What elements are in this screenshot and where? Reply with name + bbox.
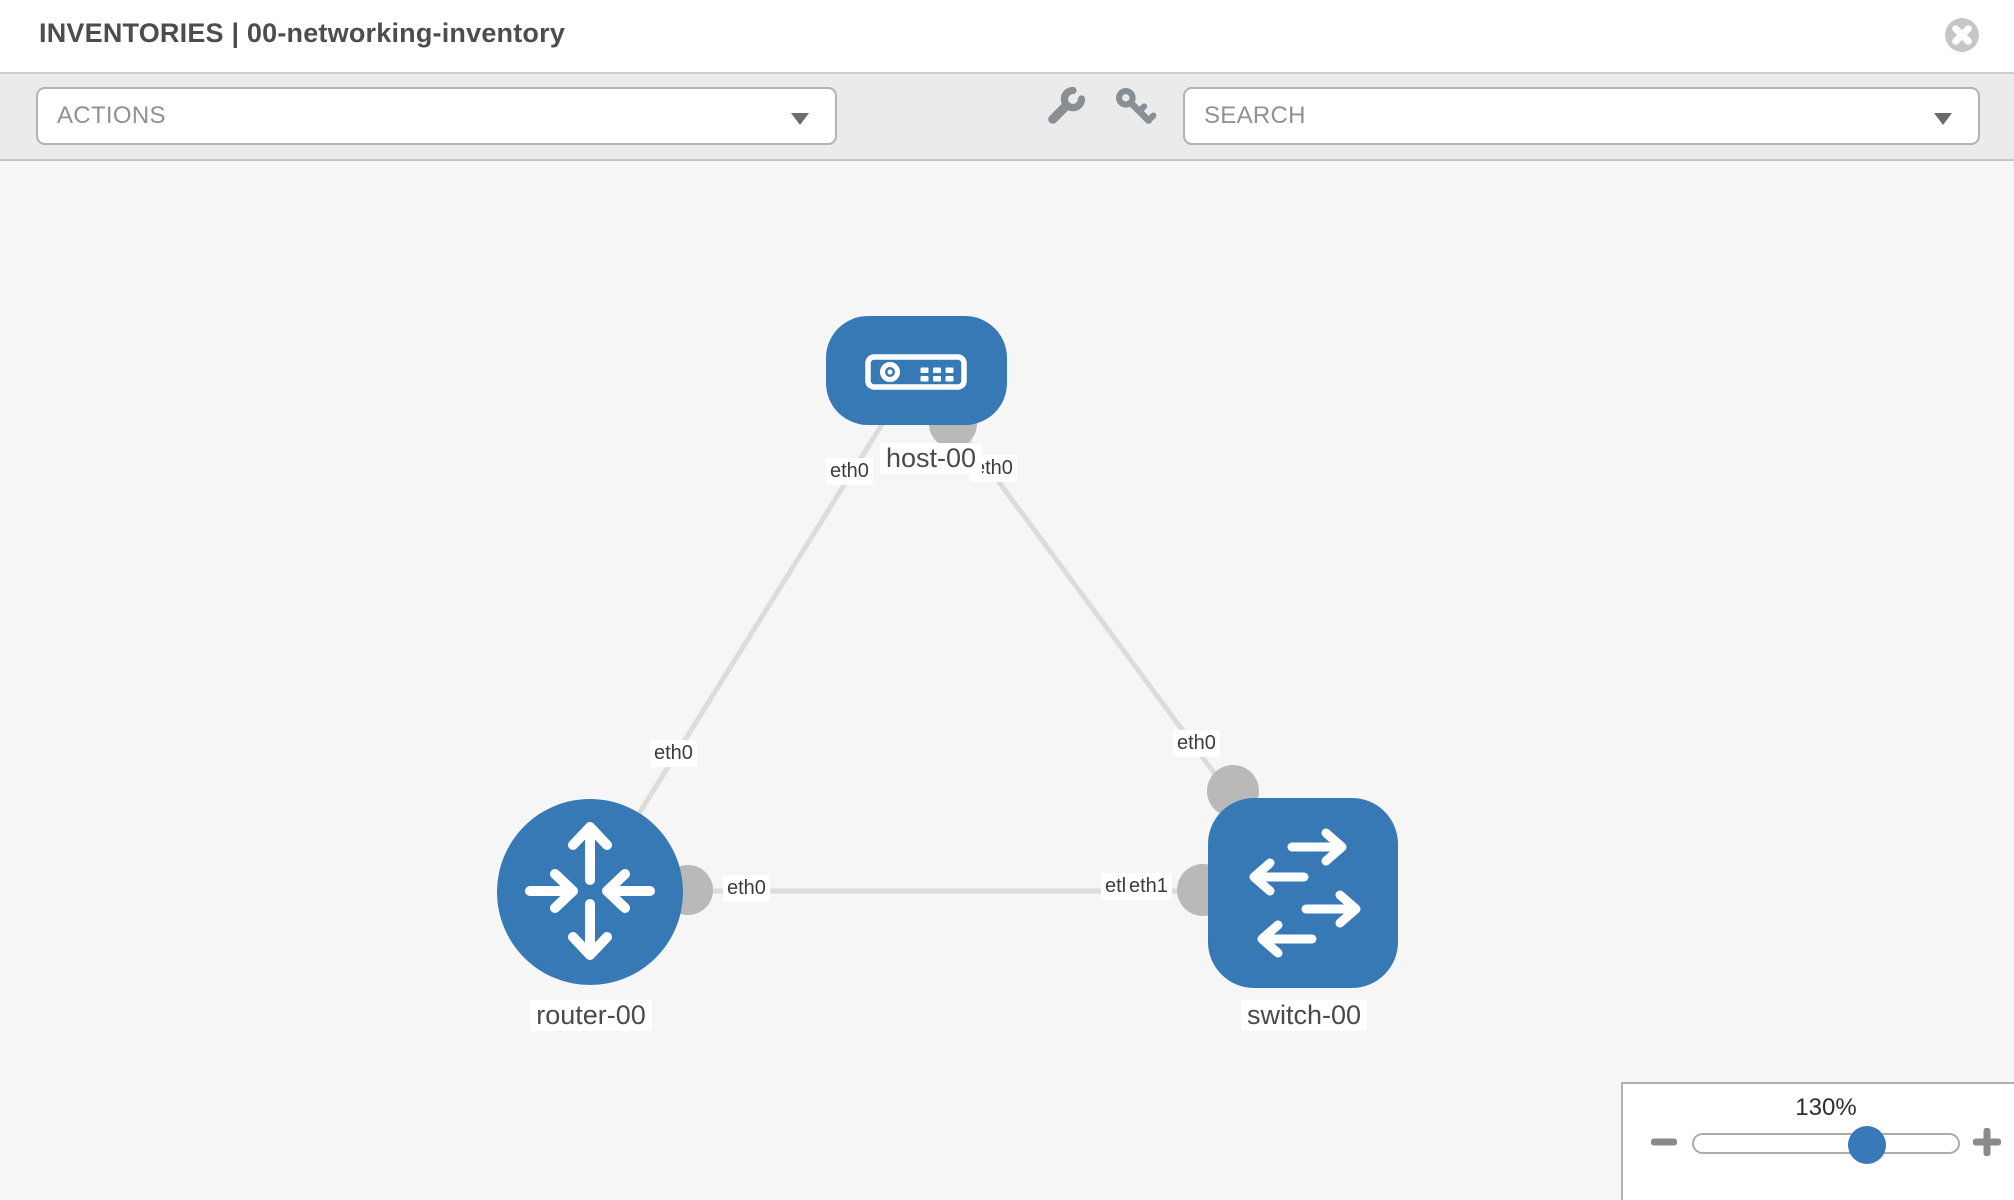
zoom-panel: 130% bbox=[1621, 1082, 2014, 1200]
node-label-router: router-00 bbox=[530, 1000, 652, 1031]
zoom-out-icon[interactable] bbox=[1651, 1137, 1677, 1147]
if-label: eth0 bbox=[826, 458, 873, 485]
wrench-icon[interactable] bbox=[1043, 85, 1087, 129]
router-icon bbox=[525, 822, 655, 960]
zoom-slider[interactable] bbox=[1692, 1126, 1960, 1164]
if-label: eth0 bbox=[1173, 730, 1220, 757]
node-label-switch: switch-00 bbox=[1240, 1000, 1368, 1031]
if-label: eth1 bbox=[1125, 873, 1172, 900]
panel-header: INVENTORIES | 00-networking-inventory bbox=[0, 0, 2014, 72]
topology-graph bbox=[497, 316, 1398, 988]
zoom-level: 130% bbox=[1795, 1094, 1857, 1121]
actions-dropdown-label: ACTIONS bbox=[57, 102, 166, 129]
node-router[interactable] bbox=[497, 799, 683, 985]
page-title: INVENTORIES | 00-networking-inventory bbox=[39, 18, 566, 48]
interface-connectors bbox=[663, 400, 1259, 916]
chevron-down-icon bbox=[1934, 113, 1952, 125]
if-label: eth0 bbox=[650, 740, 697, 767]
topology-canvas[interactable]: eth0 eth0 eth0 eth0 eth0 eth0 eth1 host-… bbox=[0, 161, 2014, 1200]
zoom-slider-thumb[interactable] bbox=[1848, 1126, 1886, 1164]
link-host-router bbox=[587, 368, 919, 894]
node-switch[interactable] bbox=[1208, 798, 1398, 988]
if-label: eth0 bbox=[723, 875, 770, 902]
search-dropdown[interactable]: SEARCH bbox=[1183, 87, 1980, 145]
actions-dropdown[interactable]: ACTIONS bbox=[36, 87, 837, 145]
toolbar: ACTIONS SEARCH bbox=[0, 72, 2014, 161]
switch-icon bbox=[1249, 828, 1361, 958]
chevron-down-icon bbox=[791, 113, 809, 125]
zoom-in-icon[interactable] bbox=[1973, 1128, 2001, 1156]
key-icon[interactable] bbox=[1113, 85, 1157, 129]
node-label-host: host-00 bbox=[879, 443, 983, 474]
search-dropdown-label: SEARCH bbox=[1204, 102, 1306, 129]
close-icon[interactable] bbox=[1944, 17, 1980, 53]
host-icon bbox=[865, 354, 967, 390]
node-host[interactable] bbox=[826, 316, 1007, 425]
